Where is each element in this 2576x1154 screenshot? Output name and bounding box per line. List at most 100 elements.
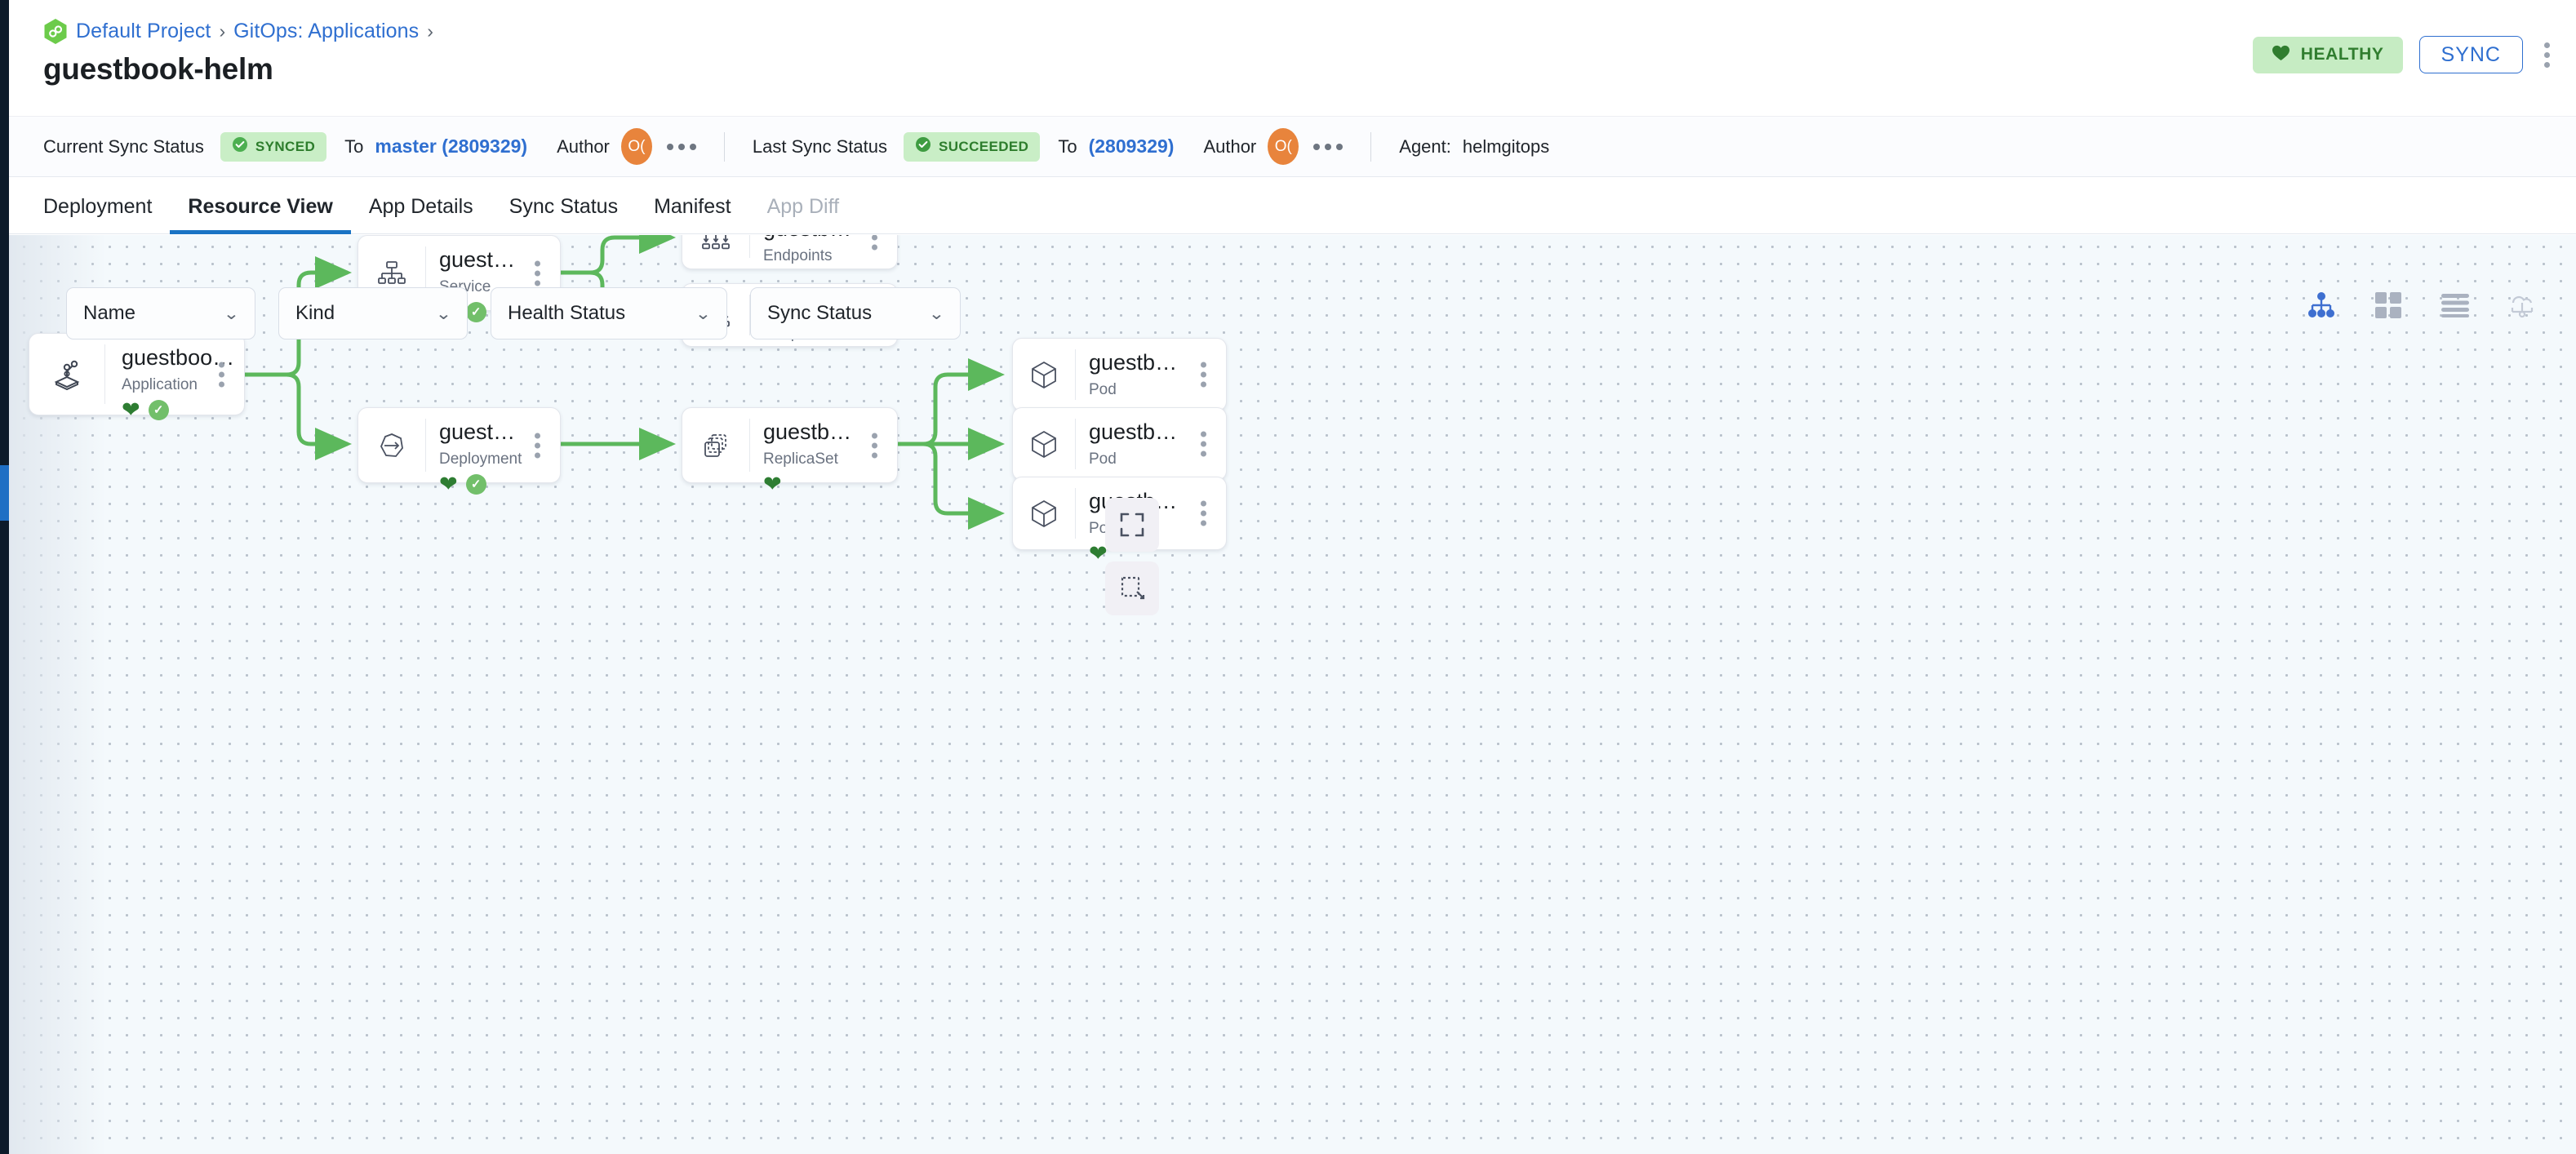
service-icon [358,236,425,310]
breadcrumb-item-gitops-applications[interactable]: GitOps: Applications [233,20,420,42]
health-heart-icon: ❤ [439,471,458,496]
node-kebab-menu-icon[interactable] [1196,427,1211,462]
application-icon [29,334,104,415]
node-divider [425,246,426,300]
filter-health-status-label: Health Status [508,302,626,324]
status-badge-healthy: HEALTHY [2252,36,2403,73]
node-status-badges: ❤ [763,473,897,495]
header-actions: HEALTHY SYNC [2252,36,2555,73]
filter-name[interactable]: Name ⌄ [66,287,255,340]
sync-check-icon: ✓ [465,473,486,495]
tab-sync-status[interactable]: Sync Status [509,195,619,218]
node-divider [104,344,105,404]
chevron-down-icon: ⌄ [435,304,452,323]
node-status-badges: ❤ [1089,540,1226,566]
last-sync-status-chip: SUCCEEDED [903,131,1041,162]
node-kebab-menu-icon[interactable] [530,255,545,291]
tab-app-details[interactable]: App Details [368,195,473,218]
filter-kind-label: Kind [295,302,335,324]
node-kebab-menu-icon[interactable] [530,428,545,463]
chevron-down-icon: ⌄ [223,304,240,323]
tab-bar: Deployment Resource View App Details Syn… [9,177,2576,234]
node-kind: Application [122,376,198,394]
last-sync-status-label: Last Sync Status [752,135,887,157]
node-kind: ReplicaSet [763,451,838,468]
filter-health-status[interactable]: Health Status ⌄ [491,287,727,340]
current-sync-status-chip-label: SYNCED [255,138,316,154]
current-author-avatar[interactable]: O( [620,128,652,165]
last-to-label: To [1058,135,1077,157]
graph-node-pod-1[interactable]: guestbook-helm-helm-g… Pod ❤ [1012,338,1227,425]
filter-bar: Name ⌄ Kind ⌄ Health Status ⌄ Sync Statu… [66,287,961,340]
node-kind: Pod [1089,451,1117,468]
page-header: Default Project › GitOps: Applications ›… [9,0,2576,116]
graph-node-application[interactable]: guestbook-helm Application ❤ ✓ [29,333,245,420]
current-sync-status-label: Current Sync Status [43,135,204,157]
filter-kind[interactable]: Kind ⌄ [278,287,468,340]
node-status-badges: ❤ ✓ [122,397,244,422]
sync-check-icon: ✓ [148,399,169,420]
tab-manifest[interactable]: Manifest [654,195,731,218]
last-revision-link[interactable]: (2809329) [1088,135,1175,157]
node-divider [425,419,426,472]
grid-view-icon[interactable] [2372,289,2405,322]
last-sync-status-chip-label: SUCCEEDED [938,138,1029,154]
sync-button[interactable]: SYNC [2418,36,2523,73]
graph-node-deployment[interactable]: guestbook-helm-helm-g… Deployment ❤ ✓ [358,407,561,495]
deployment-icon [358,408,425,482]
replicaset-icon [682,408,749,482]
node-kind: Pod [1089,381,1117,399]
graph-node-pod-2[interactable]: guestbook-helm-helm-g… Pod ❤ [1012,407,1227,495]
filter-name-label: Name [83,302,136,324]
status-divider-1 [723,131,725,162]
health-heart-icon: ❤ [122,397,140,422]
list-view-icon[interactable] [2439,289,2472,322]
header-kebab-menu-icon[interactable] [2539,38,2555,73]
chevron-down-icon: ⌄ [928,304,945,323]
health-heart-icon: ❤ [1089,540,1108,566]
heart-icon [2272,44,2290,66]
breadcrumb-item-default-project[interactable]: Default Project [76,20,211,42]
current-author-label: Author [557,135,610,157]
filter-sync-status[interactable]: Sync Status ⌄ [750,287,961,340]
tree-view-icon[interactable] [2305,289,2338,322]
left-nav-rail[interactable] [0,0,9,1154]
node-kebab-menu-icon[interactable] [214,357,229,392]
agent-value: helmgitops [1462,135,1550,157]
graph-node-endpoints[interactable]: guestbook-helm-helm-g… Endpoints [682,235,898,269]
view-mode-toolbar [2305,289,2538,322]
node-divider [749,419,750,472]
node-divider [749,235,750,258]
last-author-avatar[interactable]: O( [1268,128,1299,165]
check-circle-icon [232,136,248,157]
health-heart-icon: ❤ [763,471,782,496]
node-kebab-menu-icon[interactable] [867,428,882,463]
current-to-label: To [344,135,364,157]
node-kind: Endpoints [763,247,833,265]
node-kebab-menu-icon[interactable] [867,235,882,255]
node-kind: Deployment [439,451,522,468]
breadcrumb-separator-1: › [219,20,226,42]
node-divider [1075,349,1076,400]
status-badge-healthy-label: HEALTHY [2300,45,2384,64]
tab-deployment[interactable]: Deployment [43,195,153,218]
graph-node-replicaset[interactable]: guestbook-helm-helm-g… ReplicaSet ❤ [682,407,898,495]
breadcrumb-separator-2: › [427,20,433,42]
pod-icon [1013,408,1075,480]
resource-graph-canvas[interactable]: Name ⌄ Kind ⌄ Health Status ⌄ Sync Statu… [9,235,2576,1154]
tab-app-diff: App Diff [766,195,840,218]
current-sync-more-icon[interactable] [664,137,700,157]
current-revision-link[interactable]: master (2809329) [375,135,528,157]
node-kebab-menu-icon[interactable] [1196,357,1211,393]
fit-to-screen-icon[interactable] [1105,498,1159,552]
last-author-label: Author [1203,135,1257,157]
node-kebab-menu-icon[interactable] [1196,496,1211,531]
chevron-down-icon: ⌄ [695,304,712,323]
selection-box-icon[interactable] [1105,561,1159,615]
argo-logo-icon [43,18,68,45]
tab-resource-view[interactable]: Resource View [170,195,352,234]
sync-status-bar: Current Sync Status SYNCED To master (28… [9,116,2576,177]
network-view-icon[interactable] [2506,289,2538,322]
agent-label: Agent: [1399,135,1451,157]
last-sync-more-icon[interactable] [1310,137,1346,157]
